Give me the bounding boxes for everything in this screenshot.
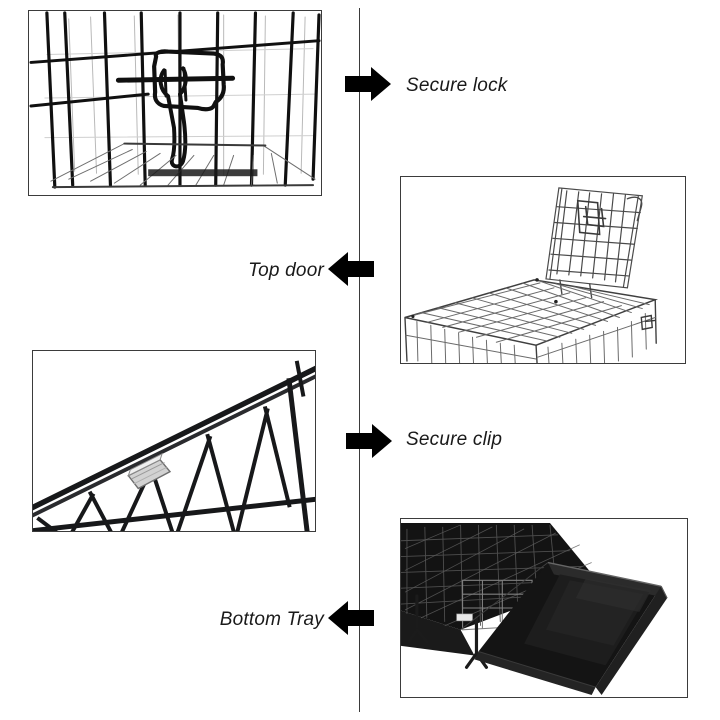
photo-panel-secure-lock [28, 10, 322, 196]
arrow-right-secure-lock [345, 67, 391, 101]
callout-label-top-door: Top door [248, 260, 324, 281]
photo-panel-top-door [400, 176, 686, 364]
arrow-left-top-door [328, 252, 374, 286]
callout-label-secure-lock: Secure lock [406, 75, 508, 96]
center-vertical-divider [359, 8, 360, 712]
callout-label-bottom-tray: Bottom Tray [219, 609, 324, 630]
photo-panel-bottom-tray [400, 518, 688, 698]
arrow-left-bottom-tray [328, 601, 374, 635]
callout-label-secure-clip: Secure clip [406, 429, 503, 450]
photo-panel-secure-clip [32, 350, 316, 532]
arrow-right-secure-clip [346, 424, 392, 458]
